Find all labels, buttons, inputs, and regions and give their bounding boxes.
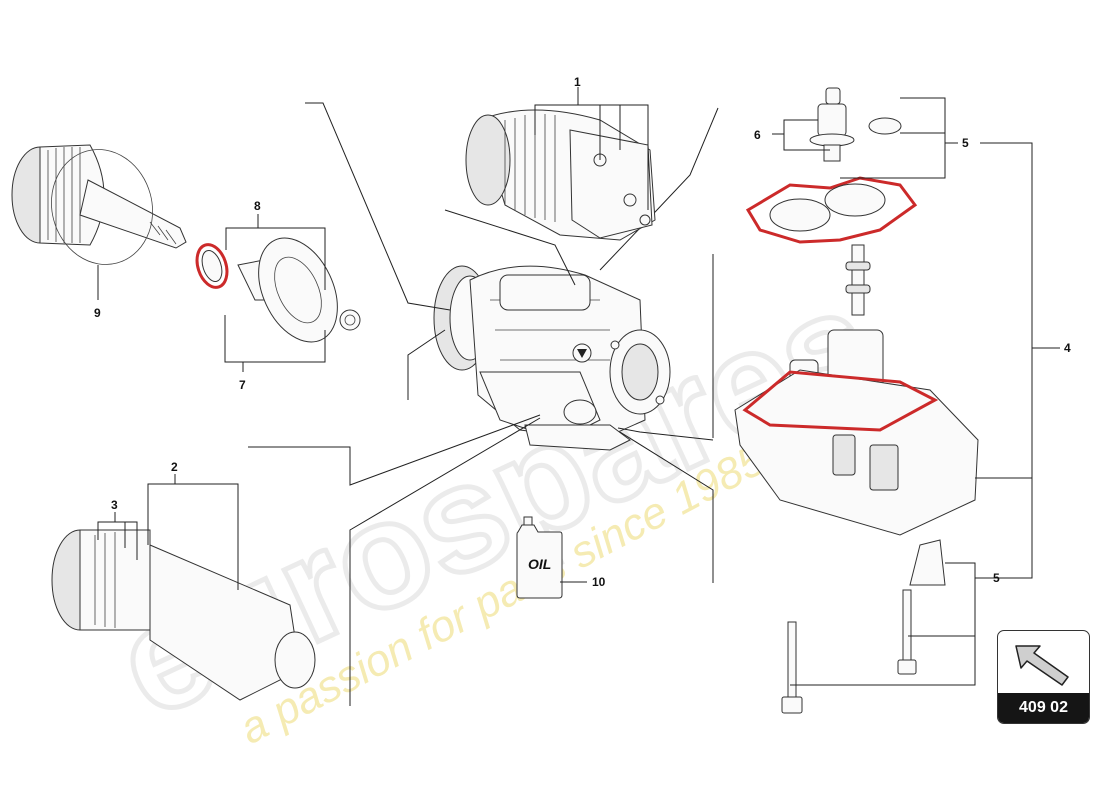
callout-5-top: 5	[962, 136, 969, 150]
part-4-valve-housing: 4	[734, 142, 1071, 579]
part-2-pump-motor: 2 3	[51, 460, 316, 701]
part-9-shaft: 9	[11, 144, 187, 320]
oil-label: OIL	[528, 556, 551, 572]
part-1-valve-block: 1	[465, 75, 656, 241]
callout-1: 1	[574, 75, 581, 89]
arrow-up-left-icon	[1015, 645, 1069, 686]
leader-lines-center	[248, 102, 719, 706]
page-code-label: 409 02	[998, 693, 1089, 723]
callout-7: 7	[239, 378, 246, 392]
part-6-sensor: 6	[754, 87, 902, 162]
callout-10: 10	[592, 575, 606, 589]
part-5-gasket: 5	[745, 97, 969, 244]
callout-3: 3	[111, 498, 118, 512]
callout-6: 6	[754, 128, 761, 142]
callout-4: 4	[1064, 341, 1071, 355]
callout-5-bottom: 5	[993, 571, 1000, 585]
callout-8: 8	[254, 199, 261, 213]
part-8-flange: 8 7	[195, 199, 361, 392]
page-reference-badge[interactable]: 409 02	[997, 630, 1090, 724]
callout-2: 2	[171, 460, 178, 474]
part-10-oil-bottle: OIL 10	[516, 516, 606, 599]
main-assembly	[433, 265, 671, 451]
part-5-bracket-bolts: 5	[781, 539, 1000, 714]
callout-9: 9	[94, 306, 101, 320]
